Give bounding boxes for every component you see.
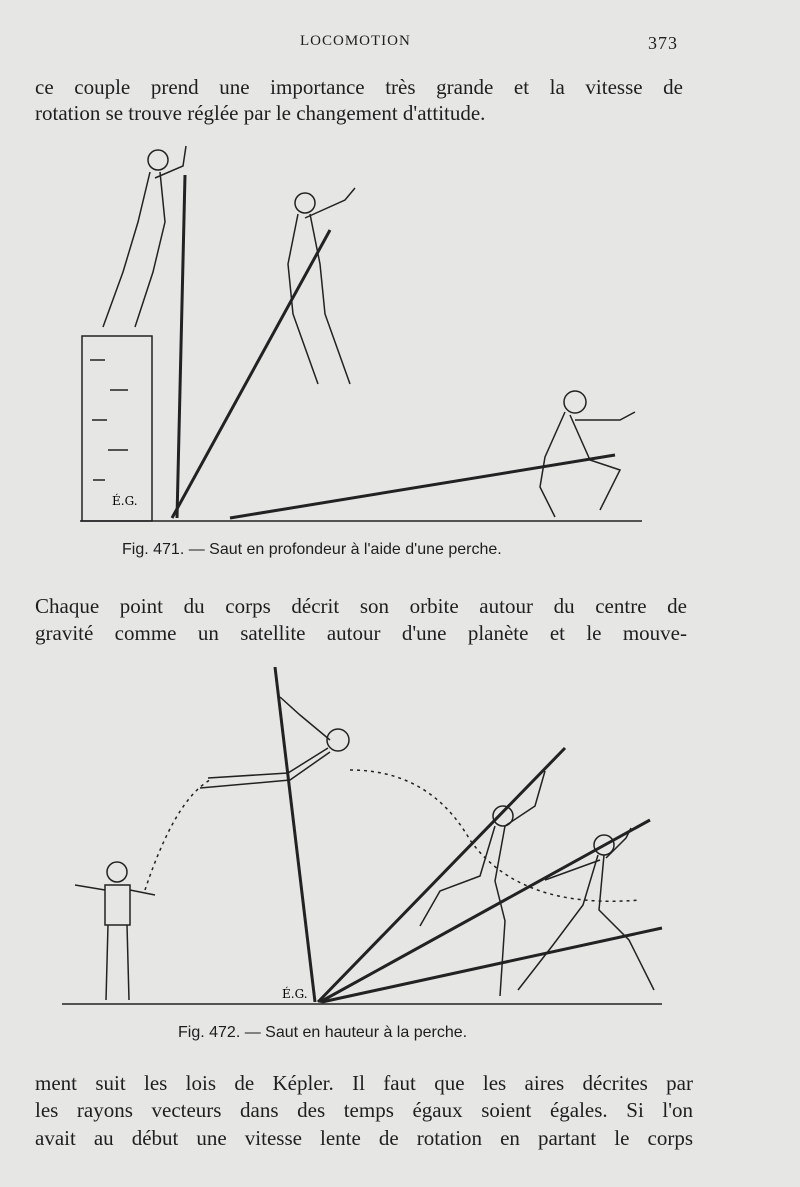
page-number: 373: [648, 33, 678, 53]
pole: [273, 666, 317, 1003]
text-line: ment suit les lois de Képler. Il faut qu…: [35, 1071, 693, 1095]
figure-471-illustration: É.G.: [80, 145, 642, 522]
pole: [175, 174, 187, 519]
text-line: rotation se trouve réglée par le changem…: [35, 101, 486, 125]
pole: [316, 746, 567, 1004]
pole: [170, 229, 332, 519]
running-title: LOCOMOTION: [300, 33, 411, 49]
text-line: ce couple prend une importance très gran…: [35, 75, 683, 99]
wall: [81, 335, 153, 522]
trajectory-arc: [349, 769, 641, 902]
text-line: Chaque point du corps décrit son orbite …: [35, 594, 687, 618]
text-line: avait au début une vitesse lente de rota…: [35, 1126, 693, 1150]
figure-caption: Fig. 471. — Saut en profondeur à l'aide …: [122, 541, 502, 558]
pole: [229, 453, 616, 520]
figure-caption: Fig. 472. — Saut en hauteur à la perche.: [178, 1024, 468, 1041]
figure-472-illustration: É.G.: [62, 666, 663, 1005]
artist-signature: É.G.: [112, 493, 138, 508]
artist-signature: É.G.: [282, 986, 308, 1001]
pole: [321, 926, 663, 1004]
trajectory-arc: [144, 779, 211, 891]
text-line: les rayons vecteurs dans des temps égaux…: [35, 1098, 693, 1122]
text-line: gravité comme un satellite autour d'une …: [35, 621, 687, 645]
